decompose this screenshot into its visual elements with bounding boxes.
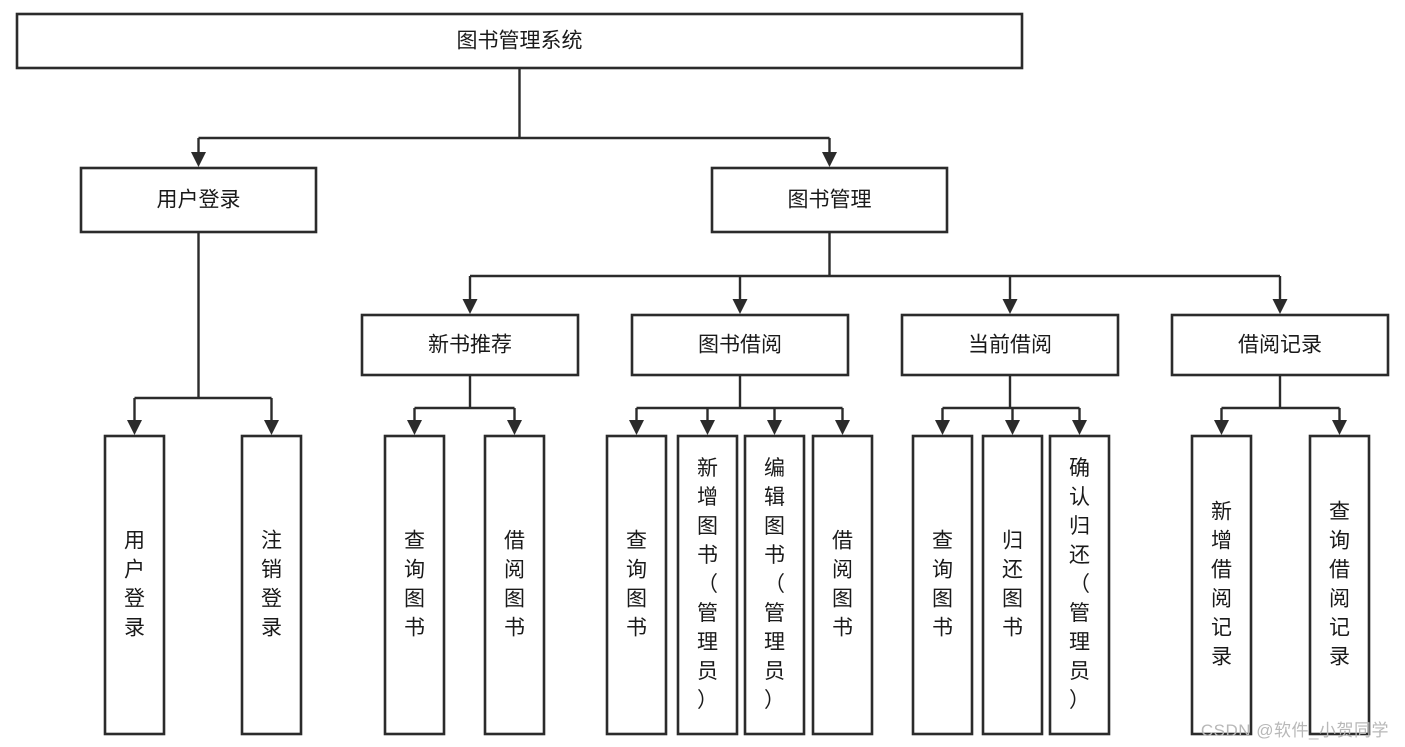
arrow-head-icon <box>1072 420 1087 435</box>
arrow-head-icon <box>822 152 837 167</box>
node-leaf-3-label: 借阅图书 <box>504 529 525 639</box>
node-level2-2[interactable]: 当前借阅 <box>900 313 1120 377</box>
node-leaf-12-label: 查询借阅记录 <box>1329 500 1350 668</box>
node-level2-1-label: 图书借阅 <box>698 334 782 357</box>
node-leaf-6-label: 编辑图书（管理员） <box>764 457 785 712</box>
arrow-head-icon <box>732 299 748 314</box>
node-leaf-1[interactable]: 注销登录 <box>240 434 303 736</box>
node-leaf-3[interactable]: 借阅图书 <box>483 434 546 736</box>
arrow-head-icon <box>407 420 422 435</box>
arrow-head-icon <box>1272 299 1288 314</box>
node-leaf-10[interactable]: 确认归还（管理员） <box>1048 434 1111 736</box>
node-root-label: 图书管理系统 <box>457 30 583 53</box>
node-leaf-5-box <box>676 434 739 736</box>
node-leaf-4-label: 查询图书 <box>626 529 647 639</box>
node-leaf-11[interactable]: 新增借阅记录 <box>1190 434 1253 736</box>
node-level2-3-label: 借阅记录 <box>1238 334 1322 357</box>
node-leaf-1-label: 注销登录 <box>261 529 282 639</box>
arrow-head-icon <box>1332 420 1347 435</box>
node-leaf-9-label: 归还图书 <box>1002 529 1023 639</box>
arrow-head-icon <box>1002 299 1018 314</box>
node-level1-1-box <box>710 166 949 234</box>
node-level2-2-box <box>900 313 1120 377</box>
node-level2-1[interactable]: 图书借阅 <box>630 313 850 377</box>
node-level2-1-box <box>630 313 850 377</box>
node-leaf-7-label: 借阅图书 <box>832 529 853 639</box>
node-level2-0-box <box>360 313 580 377</box>
node-leaf-6[interactable]: 编辑图书（管理员） <box>743 434 806 736</box>
node-level1-1[interactable]: 图书管理 <box>710 166 949 234</box>
arrow-head-icon <box>191 152 206 167</box>
node-leaf-2-label: 查询图书 <box>404 529 425 639</box>
node-leaf-10-label: 确认归还（管理员） <box>1069 457 1090 712</box>
node-leaf-10-box <box>1048 434 1111 736</box>
node-level2-0-label: 新书推荐 <box>428 334 512 357</box>
node-leaf-8[interactable]: 查询图书 <box>911 434 974 736</box>
node-leaf-12[interactable]: 查询借阅记录 <box>1308 434 1371 736</box>
node-level1-1-label: 图书管理 <box>788 189 872 212</box>
node-leaf-9[interactable]: 归还图书 <box>981 434 1044 736</box>
node-layer: 图书管理系统用户登录图书管理新书推荐图书借阅当前借阅借阅记录用户登录注销登录查询… <box>15 12 1390 736</box>
arrow-head-icon <box>700 420 715 435</box>
node-root[interactable]: 图书管理系统 <box>15 12 1024 70</box>
node-level2-2-label: 当前借阅 <box>968 334 1052 357</box>
node-leaf-2-box <box>383 434 446 736</box>
arrow-head-icon <box>264 420 279 435</box>
arrow-head-icon <box>935 420 950 435</box>
arrow-head-icon <box>767 420 782 435</box>
node-level1-0-box <box>79 166 318 234</box>
arrow-head-icon <box>507 420 522 435</box>
arrow-head-icon <box>835 420 850 435</box>
node-leaf-2[interactable]: 查询图书 <box>383 434 446 736</box>
connector-layer <box>127 68 1347 435</box>
node-root-box <box>15 12 1024 70</box>
node-leaf-4-box <box>605 434 668 736</box>
node-level2-0[interactable]: 新书推荐 <box>360 313 580 377</box>
node-leaf-6-box <box>743 434 806 736</box>
arrow-head-icon <box>1005 420 1020 435</box>
node-leaf-0[interactable]: 用户登录 <box>103 434 166 736</box>
node-leaf-1-box <box>240 434 303 736</box>
node-leaf-12-box <box>1308 434 1371 736</box>
node-leaf-5-label: 新增图书（管理员） <box>697 457 718 712</box>
arrow-head-icon <box>462 299 478 314</box>
arrow-head-icon <box>1214 420 1229 435</box>
node-level1-0[interactable]: 用户登录 <box>79 166 318 234</box>
node-leaf-0-label: 用户登录 <box>124 529 145 639</box>
node-leaf-4[interactable]: 查询图书 <box>605 434 668 736</box>
node-leaf-8-label: 查询图书 <box>932 529 953 639</box>
node-leaf-11-box <box>1190 434 1253 736</box>
node-level2-3[interactable]: 借阅记录 <box>1170 313 1390 377</box>
node-leaf-9-box <box>981 434 1044 736</box>
node-leaf-7-box <box>811 434 874 736</box>
node-leaf-11-label: 新增借阅记录 <box>1211 500 1232 668</box>
node-level2-3-box <box>1170 313 1390 377</box>
node-leaf-7[interactable]: 借阅图书 <box>811 434 874 736</box>
arrow-head-icon <box>629 420 644 435</box>
node-level1-0-label: 用户登录 <box>157 189 241 212</box>
node-leaf-8-box <box>911 434 974 736</box>
node-leaf-3-box <box>483 434 546 736</box>
node-leaf-0-box <box>103 434 166 736</box>
arrow-head-icon <box>127 420 142 435</box>
node-leaf-5[interactable]: 新增图书（管理员） <box>676 434 739 736</box>
